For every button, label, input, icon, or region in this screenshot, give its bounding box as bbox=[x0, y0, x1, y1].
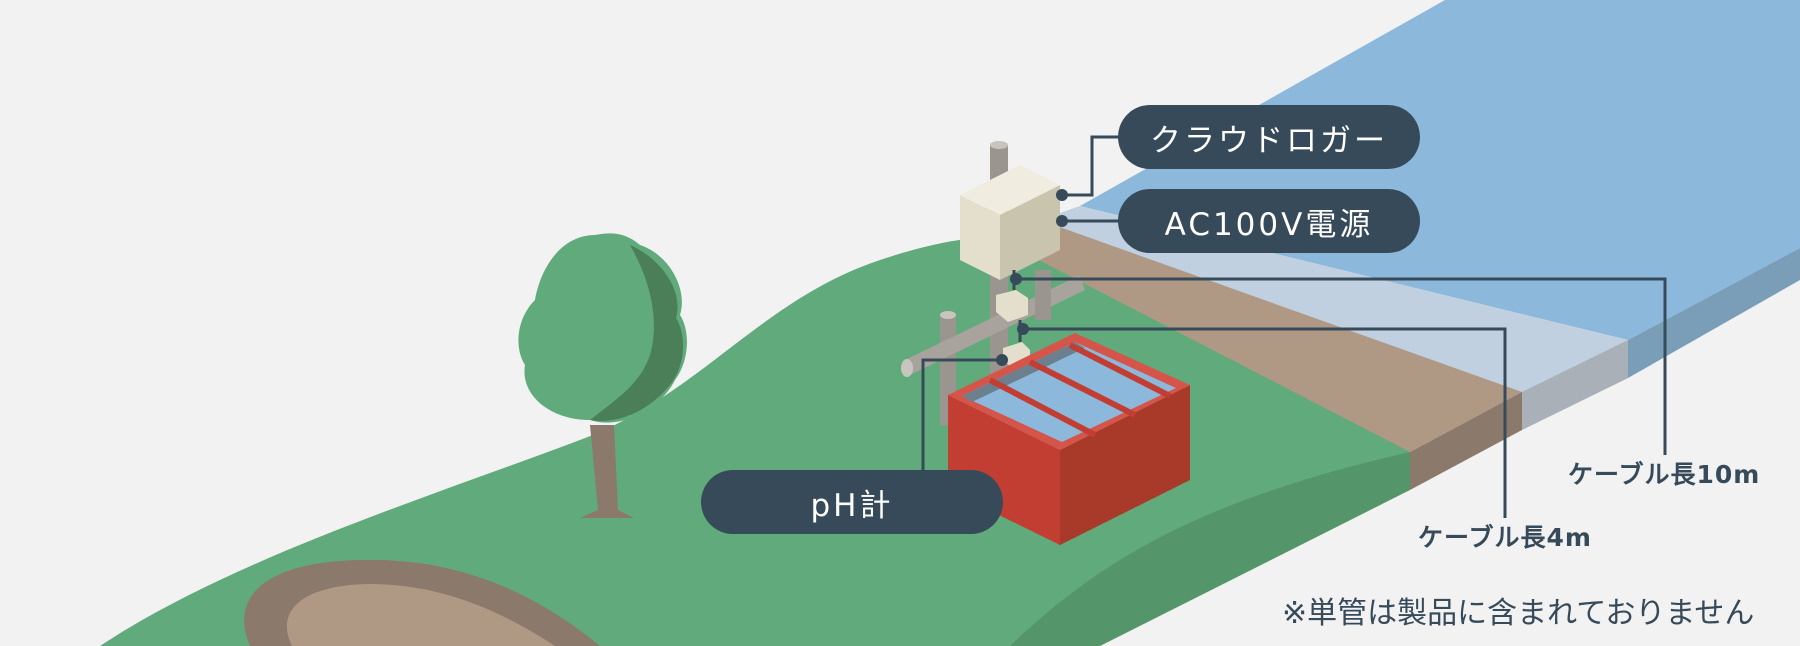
ph-meter-label: pH計 bbox=[701, 470, 1003, 534]
logger-leader-line bbox=[1062, 135, 1120, 197]
river bbox=[1080, 0, 1800, 340]
tree-foliage-shade bbox=[590, 245, 684, 421]
cable-4m-line bbox=[1023, 327, 1507, 518]
grass-hill-shade bbox=[1010, 452, 1410, 646]
river-bank bbox=[1040, 206, 1628, 430]
tank-front bbox=[948, 395, 1060, 545]
soil-path-side bbox=[1410, 392, 1522, 490]
footnote: ※単管は製品に含まれておりません bbox=[1282, 596, 1755, 631]
logger-box-top bbox=[960, 165, 1060, 215]
cable-10m-line bbox=[1016, 277, 1667, 455]
ph-leader-line bbox=[921, 358, 1002, 470]
dirt-pit-inner bbox=[286, 584, 555, 646]
cable-length-10m-label: ケーブル長10m bbox=[1568, 460, 1761, 489]
logger-box-side bbox=[1000, 185, 1060, 280]
tank-side bbox=[1060, 385, 1190, 545]
tank-water bbox=[962, 342, 1176, 442]
cable-length-4m-label: ケーブル長4m bbox=[1418, 523, 1592, 552]
power-source-label: AC100V電源 bbox=[1118, 189, 1420, 253]
logger-box-front bbox=[960, 195, 1000, 280]
river-bank-side bbox=[1628, 248, 1800, 378]
tree-trunk bbox=[580, 425, 634, 518]
bank-side-front bbox=[1522, 340, 1628, 430]
cloud-logger-label: クラウドロガー bbox=[1118, 105, 1420, 169]
